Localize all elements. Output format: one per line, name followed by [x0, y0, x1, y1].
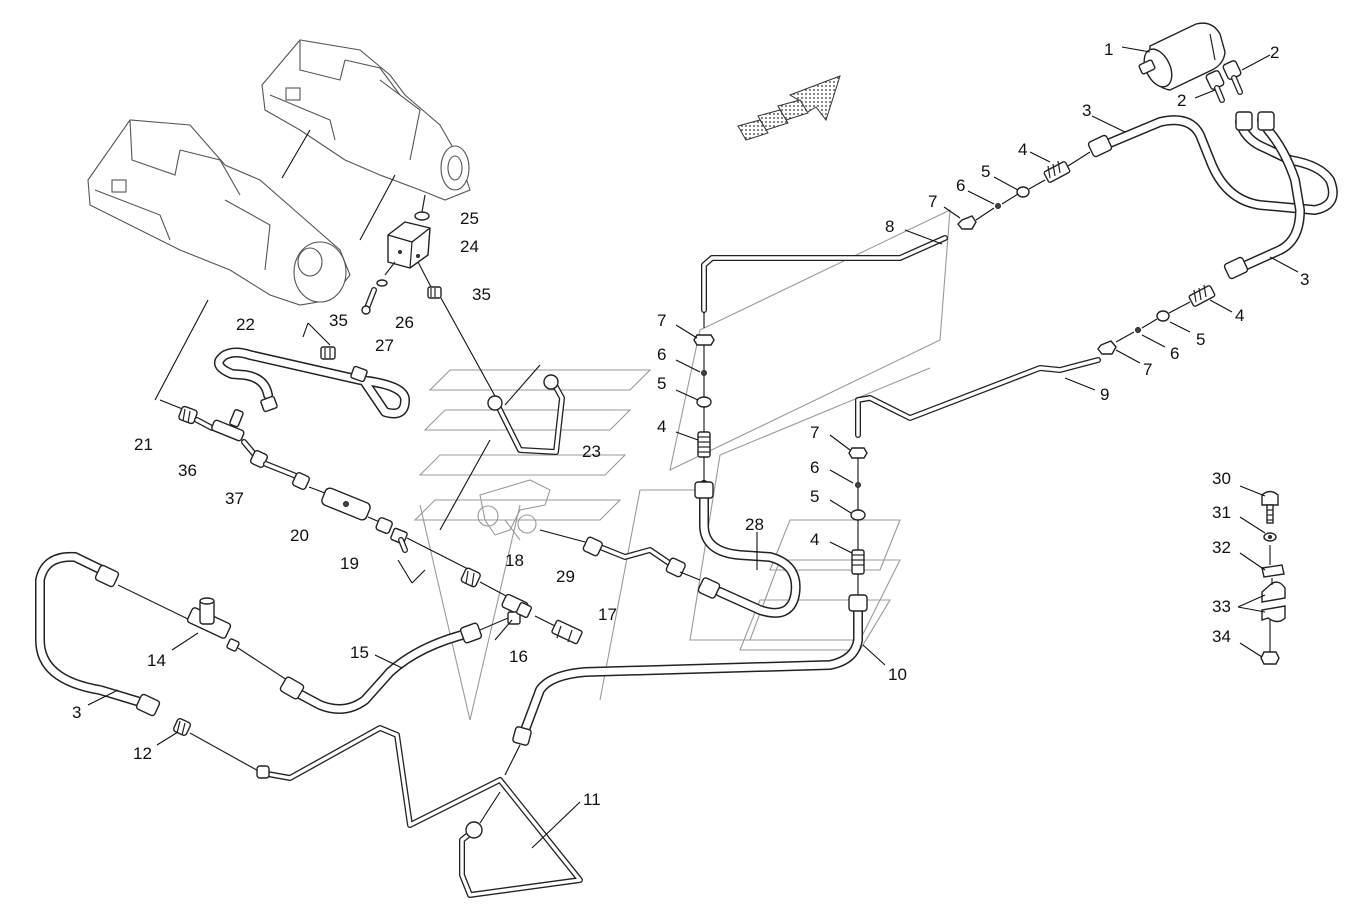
part-11-pipe	[259, 725, 583, 898]
callout-16: 16	[509, 647, 528, 666]
part-29-pipe	[582, 536, 686, 578]
part-20-filter	[321, 487, 371, 521]
part-23-pipe	[487, 374, 565, 455]
callout-25: 25	[460, 209, 479, 228]
callout-5-right: 5	[1196, 330, 1205, 349]
watermark-logo	[413, 209, 951, 721]
callout-6-top: 6	[956, 176, 965, 195]
callout-19: 19	[340, 554, 359, 573]
fitting-stack-left	[693, 334, 715, 482]
part-15-hose	[279, 622, 483, 714]
callout-10: 10	[888, 665, 907, 684]
part-37-pipe	[249, 449, 311, 491]
callout-6-left: 6	[657, 345, 666, 364]
callout-2-right: 2	[1270, 43, 1279, 62]
part-24-block	[387, 221, 431, 269]
callout-5-top: 5	[981, 162, 990, 181]
callout-15: 15	[350, 643, 369, 662]
part-35-fitting-upper	[427, 286, 442, 299]
callout-35-lower: 35	[329, 311, 348, 330]
callout-12: 12	[133, 744, 152, 763]
callout-6-right: 6	[1170, 344, 1179, 363]
callout-34: 34	[1212, 627, 1231, 646]
clamp-set-30-34	[1260, 490, 1286, 665]
pump-assembly-lower	[87, 119, 351, 306]
direction-arrow-icon	[737, 75, 841, 141]
part-2-fittings	[1205, 60, 1243, 103]
part-17-sensor	[551, 619, 583, 645]
part-25-oring	[414, 211, 430, 221]
fitting-chain-right	[1097, 284, 1216, 355]
callout-7-left: 7	[657, 311, 666, 330]
callout-28: 28	[745, 515, 764, 534]
callout-24: 24	[460, 237, 479, 256]
part-3-hose-right	[1223, 111, 1305, 280]
callout-4-right: 4	[1235, 306, 1244, 325]
callout-32: 32	[1212, 538, 1231, 557]
part-14-valve	[186, 597, 240, 652]
part-16-tee	[501, 593, 533, 625]
callout-8: 8	[885, 217, 894, 236]
callout-7-middle: 7	[810, 423, 819, 442]
callout-17: 17	[598, 605, 617, 624]
part-3-hose-top	[1087, 111, 1338, 215]
callout-4-top: 4	[1018, 140, 1027, 159]
part-21-fitting	[178, 405, 198, 425]
callout-4-left: 4	[657, 417, 666, 436]
callout-3-left: 3	[72, 703, 81, 722]
callout-5-middle: 5	[810, 487, 819, 506]
callout-33: 33	[1212, 597, 1231, 616]
callout-21: 21	[134, 435, 153, 454]
part-26-washer	[376, 279, 388, 287]
part-10-hose	[512, 594, 868, 746]
part-1-motor	[1138, 22, 1226, 91]
fitting-chain-top	[957, 151, 1091, 230]
part-3-hose-left	[35, 551, 161, 717]
callout-26: 26	[395, 313, 414, 332]
callout-30: 30	[1212, 469, 1231, 488]
part-18-fitting	[460, 567, 481, 588]
callout-27: 27	[375, 336, 394, 355]
callout-labels: 1 2 2 3 3 3 4 4 4 4 5 5 5 5 6 6 6 6 7 7 …	[72, 40, 1309, 809]
part-22-hose	[213, 347, 410, 419]
part-12-fitting	[172, 717, 192, 737]
callout-20: 20	[290, 526, 309, 545]
callout-35-upper: 35	[472, 285, 491, 304]
part-35-fitting-lower	[320, 346, 336, 360]
callout-23: 23	[582, 442, 601, 461]
callout-1: 1	[1104, 40, 1113, 59]
part-19-tee	[375, 517, 408, 553]
callout-31: 31	[1212, 503, 1231, 522]
callout-4-middle: 4	[810, 530, 819, 549]
callout-37: 37	[225, 489, 244, 508]
callout-18: 18	[505, 551, 524, 570]
callout-11: 11	[583, 790, 601, 809]
callout-9: 9	[1100, 385, 1109, 404]
callout-6-middle: 6	[810, 458, 819, 477]
callout-7-right: 7	[1143, 360, 1152, 379]
callout-36: 36	[178, 461, 197, 480]
pump-assembly-upper	[261, 39, 471, 201]
callout-3-top: 3	[1082, 101, 1091, 120]
callout-14: 14	[147, 651, 166, 670]
fitting-stack-middle	[848, 447, 868, 596]
callout-22: 22	[236, 315, 255, 334]
callout-3-right: 3	[1300, 270, 1309, 289]
part-36-tee	[211, 408, 245, 442]
callout-2-left: 2	[1177, 91, 1186, 110]
part-8-pipe	[701, 235, 948, 313]
callout-29: 29	[556, 567, 575, 586]
callout-5-left: 5	[657, 374, 666, 393]
part-9-pipe	[855, 357, 1101, 438]
faint-valve-outline	[477, 479, 551, 541]
part-28-hose	[694, 480, 801, 618]
part-27-bolt	[361, 287, 377, 315]
callout-7-top: 7	[928, 192, 937, 211]
